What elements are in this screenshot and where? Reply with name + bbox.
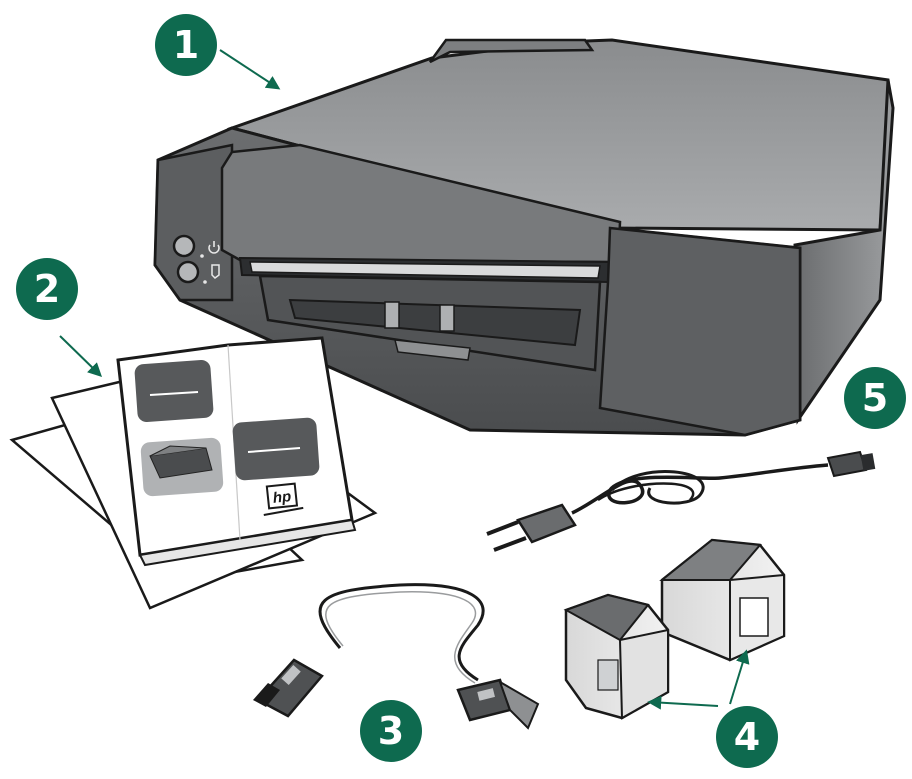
callout-5-number: 5 [862, 379, 888, 417]
callout-5: 5 [844, 367, 906, 429]
power-cord-illustration [487, 452, 875, 550]
callout-4-number: 4 [734, 718, 760, 756]
callout-1: 1 [155, 14, 217, 76]
documentation-illustration: hp [12, 338, 375, 608]
callout-4: 4 [716, 706, 778, 768]
callout-1-number: 1 [173, 26, 199, 64]
print-cartridges-illustration [566, 540, 784, 718]
callout-3: 3 [360, 700, 422, 762]
callout-3-number: 3 [378, 712, 404, 750]
callout-2: 2 [16, 258, 78, 320]
callout-2-number: 2 [34, 270, 60, 308]
svg-text:hp: hp [272, 488, 292, 507]
